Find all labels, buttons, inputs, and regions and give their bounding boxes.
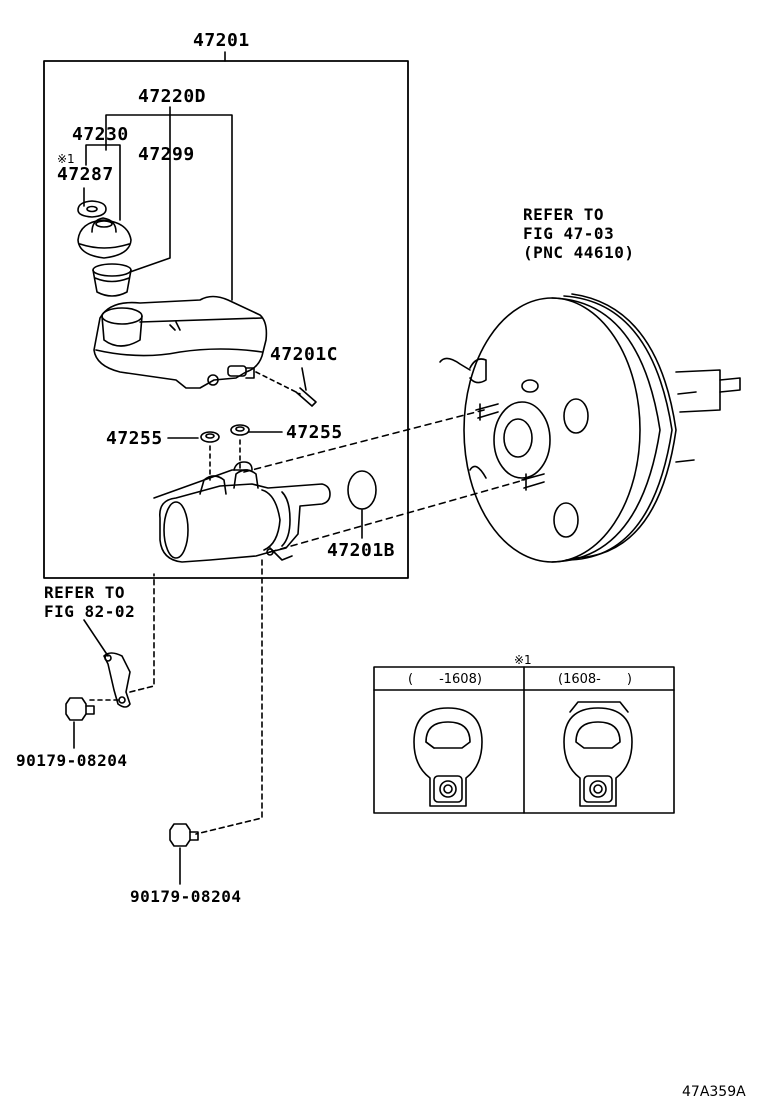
inset-col-right: (1608- ): [558, 672, 632, 687]
label-47299[interactable]: 47299: [138, 144, 195, 165]
grommet-right-icon: [230, 424, 250, 436]
o-ring-icon: [347, 470, 377, 510]
booster-ref-line-1: REFER TO: [523, 205, 605, 224]
label-bolt-2[interactable]: 90179-08204: [130, 887, 242, 906]
label-47287[interactable]: 47287: [57, 164, 114, 185]
label-bolt-1[interactable]: 90179-08204: [16, 751, 128, 770]
grommet-left-icon: [200, 431, 220, 443]
strainer-icon: [92, 263, 132, 297]
connector-pin-icon: [295, 387, 317, 407]
gasket-plate-icon: [77, 200, 107, 218]
booster-ref-line-3: (PNC 44610): [523, 243, 635, 262]
label-47201[interactable]: 47201: [193, 30, 250, 51]
inset-mark: ※1: [514, 653, 532, 667]
bolt-2-icon: [169, 823, 199, 847]
master-cylinder-icon: [153, 461, 331, 563]
bolt-1-icon: [65, 697, 95, 721]
label-47201c[interactable]: 47201C: [270, 344, 339, 365]
inset-col-left: ( -1608): [408, 672, 482, 687]
bracket-icon: [103, 652, 131, 708]
reservoir-cap-icon: [77, 217, 132, 259]
note-mark-1: ※1: [57, 152, 75, 166]
label-47255-left[interactable]: 47255: [106, 428, 163, 449]
bracket-ref-line-2[interactable]: FIG 82-02: [44, 602, 136, 621]
reservoir-tank-icon: [93, 295, 268, 389]
label-47201b[interactable]: 47201B: [327, 540, 396, 561]
inset-plate-old-icon: [413, 707, 483, 807]
label-47255-right[interactable]: 47255: [286, 422, 343, 443]
booster-ref-line-2[interactable]: FIG 47-03: [523, 224, 615, 243]
brake-booster-icon: [439, 293, 741, 563]
label-47230[interactable]: 47230: [72, 124, 129, 145]
assembly-frame: [43, 60, 409, 579]
bracket-ref-line-1: REFER TO: [44, 583, 126, 602]
label-47220d[interactable]: 47220D: [138, 86, 207, 107]
figure-code: 47A359A: [682, 1084, 746, 1100]
inset-plate-new-icon: [563, 701, 633, 807]
